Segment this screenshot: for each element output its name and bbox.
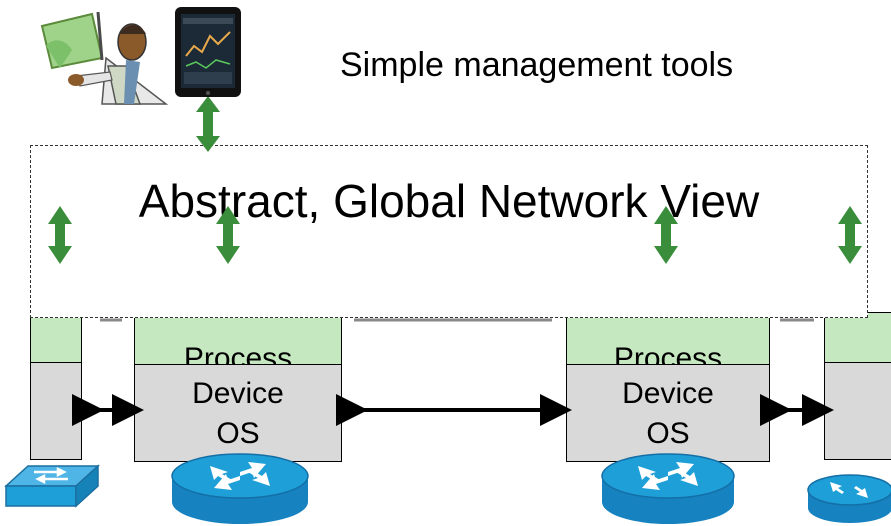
tablet-icon	[175, 7, 241, 97]
router-icon	[171, 453, 309, 524]
device-1-os-box	[134, 364, 342, 462]
green-arrow-tablet	[196, 96, 220, 152]
management-tools-label: Simple management tools	[340, 46, 734, 84]
green-arrow-4	[838, 206, 862, 264]
network-view-label: Abstract, Global Network View	[138, 175, 760, 227]
green-arrow-1	[48, 206, 72, 264]
router-icon	[807, 474, 891, 523]
switch-icon	[4, 464, 100, 508]
presenter-clipart-icon	[40, 11, 168, 105]
green-arrow-3	[654, 206, 678, 264]
abstract-network-view-box: Abstract, Global Network View	[30, 145, 868, 318]
device-2-os-label: Device OS	[622, 377, 714, 450]
router-icon	[601, 453, 735, 524]
device-1-os-label: Device OS	[192, 377, 284, 450]
right-edge-os-box	[824, 362, 891, 460]
green-arrow-2	[216, 206, 240, 264]
